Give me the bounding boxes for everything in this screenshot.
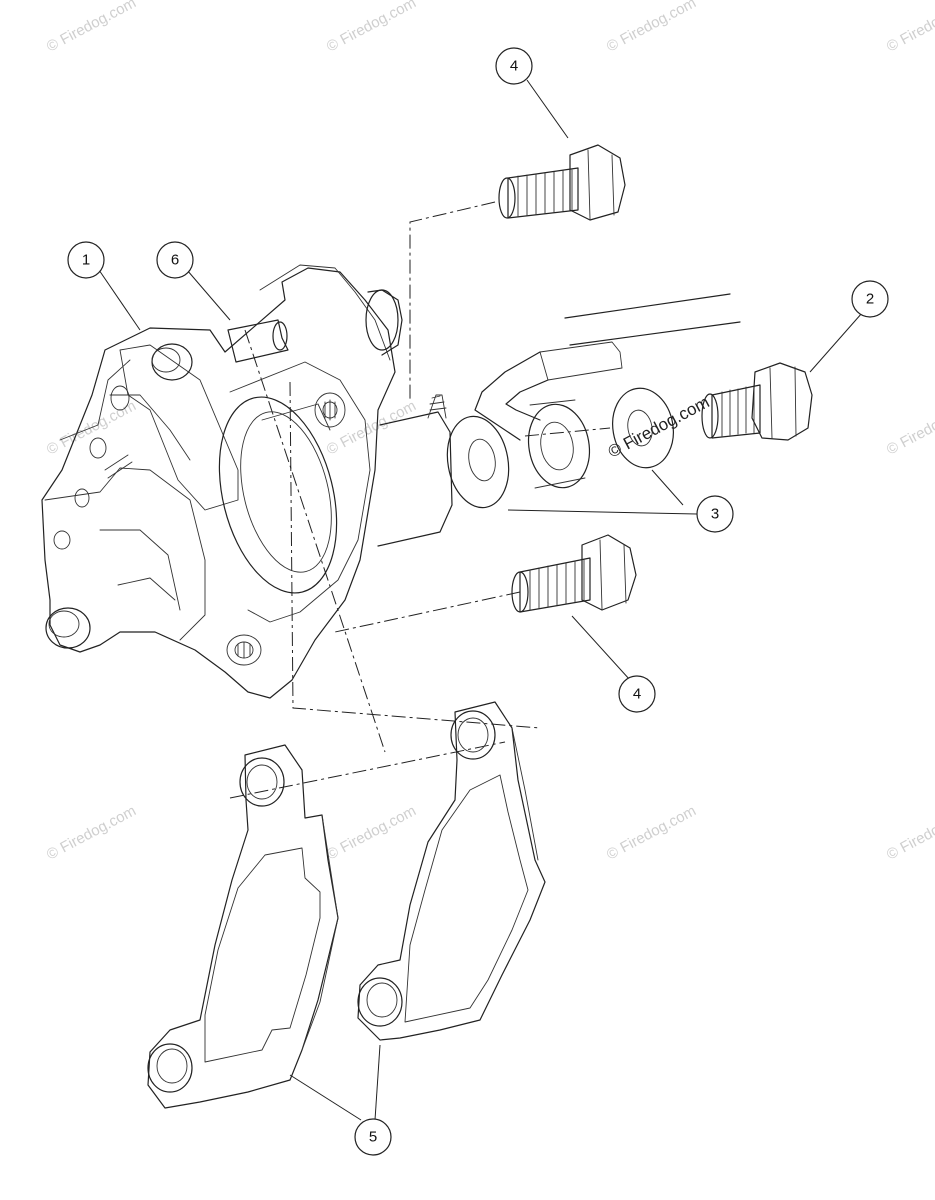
callout-2: 2 [851,280,889,318]
callout-3: 3 [696,495,734,533]
callout-label: 4 [633,686,641,703]
watermark: © Firedog.com [604,0,699,56]
callout-label: 2 [866,291,874,308]
banjo-bolt [701,362,813,441]
callout-label: 6 [171,252,179,269]
watermark-prominent: © Firedog.com [605,392,713,461]
watermark: © Firedog.com [884,397,935,458]
banjo-fitting [527,399,591,489]
brake-pad-left [147,744,339,1109]
caliper-pin [227,319,289,363]
watermark: © Firedog.com [324,0,419,56]
callout-label: 3 [711,506,719,523]
callout-label: 1 [82,252,90,269]
watermark: © Firedog.com [44,0,139,56]
watermark: © Firedog.com [324,397,419,458]
brake-pad-right [357,701,546,1041]
alignment-lines [229,201,611,799]
callout-4-bottom: 4 [618,675,656,713]
callout-1: 1 [67,241,105,279]
leader-lines [98,79,863,1121]
callout-6: 6 [156,241,194,279]
mounting-bolt-top [498,144,626,221]
watermark: © Firedog.com [604,802,699,863]
callout-label: 4 [510,58,518,75]
callout-label: 5 [369,1129,377,1146]
callout-5: 5 [354,1118,392,1156]
watermark: © Firedog.com [324,802,419,863]
crush-washer-right [612,387,674,469]
watermark: © Firedog.com [884,802,935,863]
crush-washer-left [446,415,510,509]
watermark: © Firedog.com [884,0,935,56]
mounting-bolt-bottom [511,534,637,613]
callout-4-top: 4 [495,47,533,85]
brake-caliper-housing [41,264,453,699]
brake-hose [474,293,741,441]
watermark: © Firedog.com [44,802,139,863]
